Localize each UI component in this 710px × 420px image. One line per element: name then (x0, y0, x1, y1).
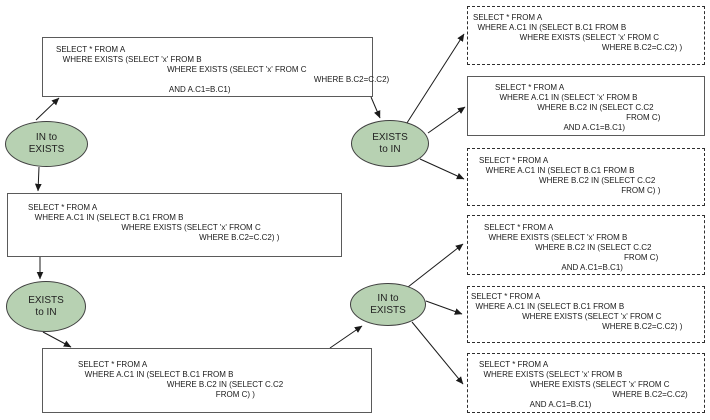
sql-text: SELECT * FROM A WHERE EXISTS (SELECT 'x'… (479, 360, 688, 409)
sql-text: SELECT * FROM A WHERE A.C1 IN (SELECT B.… (28, 203, 280, 242)
arrow-left-in-to-exists-to-top-box (35, 97, 60, 121)
transform-label: IN to EXISTS (28, 132, 65, 155)
result-box-1: SELECT * FROM A WHERE A.C1 IN (SELECT B.… (467, 6, 705, 65)
result-box-6: SELECT * FROM A WHERE EXISTS (SELECT 'x'… (467, 353, 705, 413)
arrow-left-in-to-exists-to-mid-box (34, 166, 42, 192)
result-box-5: SELECT * FROM A WHERE A.C1 IN (SELECT B.… (467, 286, 705, 343)
arrow-exists-to-in-to-result-2 (427, 106, 466, 134)
query-box-top-left: SELECT * FROM A WHERE EXISTS (SELECT 'x'… (42, 37, 390, 97)
sql-text: SELECT * FROM A WHERE A.C1 IN (SELECT B.… (78, 360, 284, 399)
arrow-exists-to-in-to-result-1 (404, 33, 465, 127)
sql-text: SELECT * FROM A WHERE A.C1 IN (SELECT B.… (479, 156, 661, 195)
transform-node-exists-to-in-right: EXISTS to IN (351, 120, 429, 167)
transform-node-in-to-exists-left: IN to EXISTS (5, 121, 88, 167)
sql-text: SELECT * FROM A WHERE A.C1 IN (SELECT B.… (471, 292, 683, 331)
arrow-in-to-exists-to-result-6 (411, 321, 464, 385)
sql-text: SELECT * FROM A WHERE A.C1 IN (SELECT 'x… (495, 83, 661, 132)
arrow-left-exists-to-in-to-bottom-box (42, 331, 72, 348)
arrow-in-to-exists-to-result-4 (407, 243, 464, 288)
sql-text: SELECT * FROM A WHERE A.C1 IN (SELECT B.… (473, 13, 683, 52)
transform-label: IN to EXISTS (370, 292, 406, 316)
arrow-top-box-to-right-exists-to-in (370, 96, 381, 119)
query-box-mid-left: SELECT * FROM A WHERE A.C1 IN (SELECT B.… (7, 193, 342, 257)
transform-node-in-to-exists-right: IN to EXISTS (350, 283, 426, 326)
result-box-3: SELECT * FROM A WHERE A.C1 IN (SELECT B.… (467, 148, 705, 206)
arrow-bottom-box-to-right-in-to-exists (329, 325, 363, 349)
arrow-in-to-exists-to-result-5 (425, 300, 463, 315)
sql-text: SELECT * FROM A WHERE EXISTS (SELECT 'x'… (484, 223, 659, 272)
transform-node-exists-to-in-left: EXISTS to IN (6, 281, 86, 332)
arrow-exists-to-in-to-result-3 (419, 158, 465, 180)
transform-label: EXISTS to IN (28, 294, 64, 318)
transform-label: EXISTS to IN (372, 131, 408, 155)
result-box-4: SELECT * FROM A WHERE EXISTS (SELECT 'x'… (467, 215, 705, 275)
sql-text: SELECT * FROM A WHERE EXISTS (SELECT 'x'… (56, 45, 390, 94)
query-box-bottom-left: SELECT * FROM A WHERE A.C1 IN (SELECT B.… (42, 348, 372, 413)
result-box-2: SELECT * FROM A WHERE A.C1 IN (SELECT 'x… (467, 76, 705, 136)
